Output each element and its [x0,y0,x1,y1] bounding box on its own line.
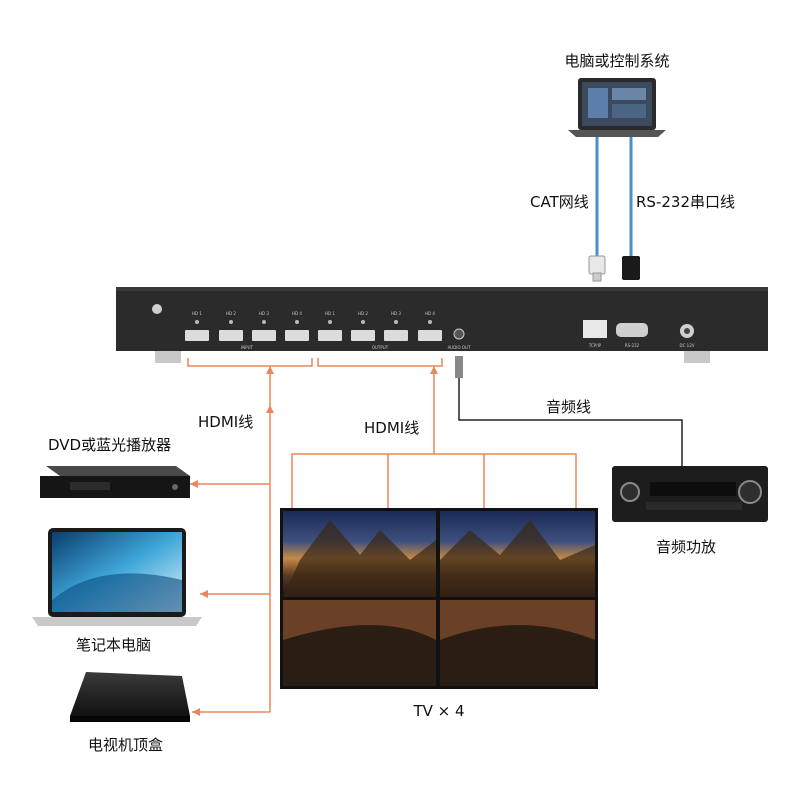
video-wall [280,508,598,689]
serial-port-label: RS-232 [625,343,640,348]
lan-port-label: TCP/IP [588,343,602,348]
output-port-label: HD 3 [391,311,401,316]
power-port-label: DC 12V [680,343,695,348]
output-port-label: HD 2 [358,311,368,316]
set-top-box-label: 电视机顶盒 [88,736,164,754]
laptop-icon [32,528,202,626]
rs232-cable-label: RS-232串口线 [636,193,735,211]
dvd-player-icon [40,466,190,498]
computer-icon [568,78,666,137]
matrix-device [116,287,768,363]
input-group-label: INPUT [241,345,254,350]
dvd-label: DVD或蓝光播放器 [48,436,172,454]
device-panel-labels: HD 1 HD 2 HD 3 HD 4 INPUT HD 1 HD 2 HD 3… [192,311,695,350]
audio-cable-line [455,356,683,466]
hdmi-arrows [190,366,274,716]
cat-cable-label: CAT网线 [530,193,589,211]
hdmi-out-arrow [430,366,438,374]
hdmi-input-lines [187,358,313,713]
set-top-box-icon [70,672,190,722]
rs232-cable-line [622,137,640,280]
audio-port-label: AUDIO OUT [448,345,471,350]
output-group-label: OUTPUT [372,345,389,350]
output-port-label: HD 4 [425,311,435,316]
cat-cable-line [588,137,606,282]
output-port-label: HD 1 [325,311,335,316]
input-port-label: HD 1 [192,311,202,316]
hdmi-output-lines [291,358,577,508]
amplifier-label: 音频功放 [656,538,717,556]
tv-count-label: TV × 4 [413,702,465,720]
computer-label: 电脑或控制系统 [564,52,670,70]
laptop-label: 笔记本电脑 [76,636,152,654]
audio-amplifier-icon [612,466,768,522]
input-port-label: HD 2 [226,311,236,316]
input-port-label: HD 3 [259,311,269,316]
audio-cable-label: 音频线 [546,398,592,416]
input-port-label: HD 4 [292,311,302,316]
hdmi-input-label: HDMI线 [198,413,254,431]
hdmi-output-label: HDMI线 [364,419,420,437]
